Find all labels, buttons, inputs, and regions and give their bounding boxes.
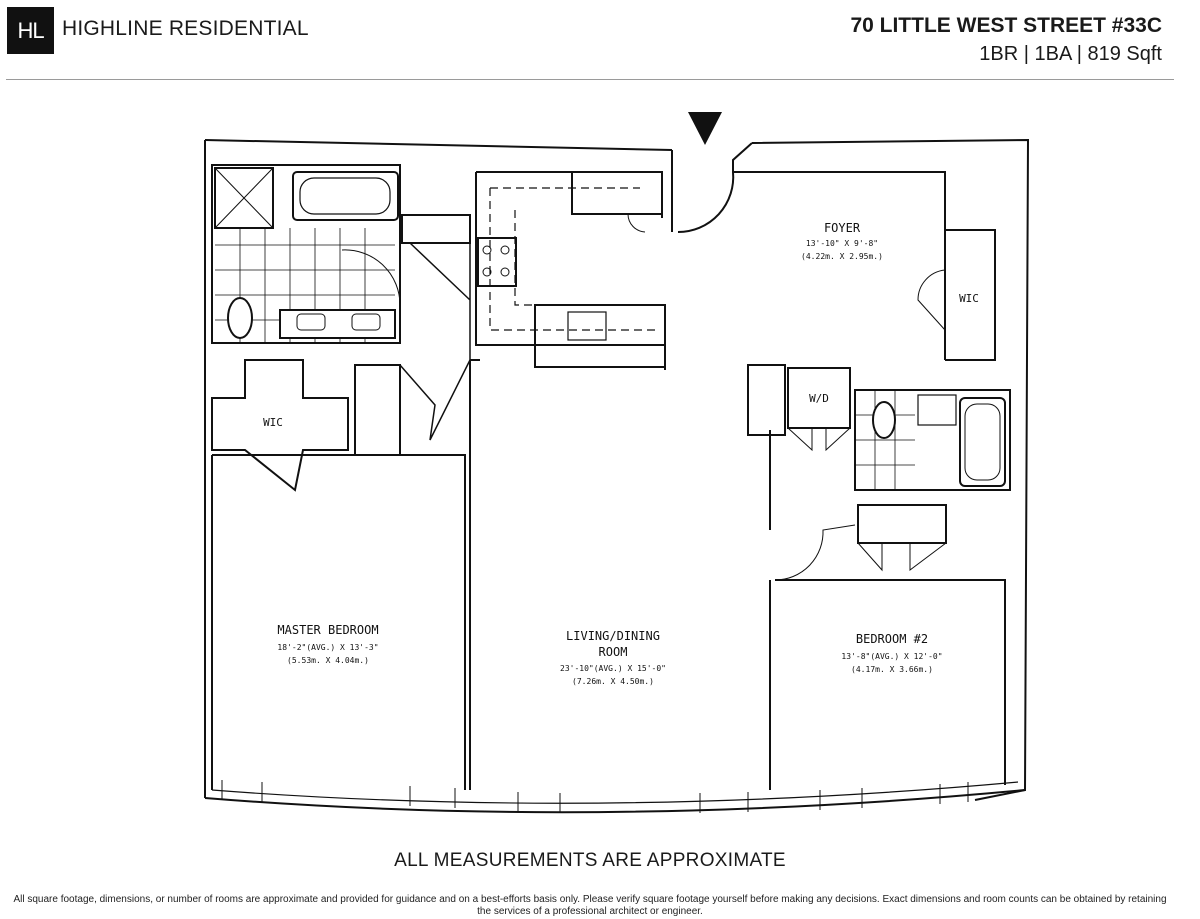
master-dims-m: (5.53m. X 4.04m.) (287, 656, 369, 665)
brand-logo[interactable]: HL (7, 7, 54, 54)
wic-master-label: WIC (263, 416, 283, 429)
bedroom2-label: BEDROOM #2 (856, 632, 928, 646)
exterior-wall-bottom (204, 789, 1026, 814)
bedroom2-dims-ft: 13'-8"(AVG.) X 12'-0" (841, 652, 942, 661)
kitchen-island (534, 304, 666, 368)
master-bedroom-label: MASTER BEDROOM (277, 623, 378, 637)
stove-icon (477, 237, 517, 287)
wic-foyer-label: WIC (959, 292, 979, 305)
exterior-wall (204, 138, 1030, 801)
washer-dryer (787, 367, 851, 429)
sink-icon (567, 311, 607, 341)
foyer-dims-ft: 13'-10" X 9'-8" (806, 239, 878, 248)
living-dims-m: (7.26m. X 4.50m.) (572, 677, 654, 686)
foyer-dims-m: (4.22m. X 2.95m.) (801, 252, 883, 261)
living-dims-ft: 23'-10"(AVG.) X 15'-0" (560, 664, 666, 673)
shower-icon (214, 167, 274, 229)
master-bedroom-wall (211, 454, 466, 790)
bathtub-icon (292, 171, 399, 221)
logo-monogram: HL (17, 17, 44, 43)
living-label-2: ROOM (599, 645, 628, 659)
listing-specs: 1BR | 1BA | 819 Sqft (979, 43, 1162, 65)
listing-address: 70 LITTLE WEST STREET #33C (850, 14, 1162, 37)
toilet-icon (227, 297, 253, 339)
kitchen-counter (475, 171, 665, 346)
entry-door (671, 142, 753, 234)
measurements-note: ALL MEASUREMENTS ARE APPROXIMATE (394, 850, 786, 871)
master-dims-ft: 18'-2"(AVG.) X 13'-3" (277, 643, 378, 652)
entry-arrow-icon (688, 112, 722, 145)
disclaimer: All square footage, dimensions, or numbe… (13, 894, 1167, 917)
wd-label: W/D (809, 392, 829, 405)
master-bath (211, 164, 401, 344)
header: HL HIGHLINE RESIDENTIAL 70 LITTLE WEST S… (0, 0, 1200, 80)
living-label-1: LIVING/DINING (566, 629, 660, 643)
bedroom2-dims-m: (4.17m. X 3.66m.) (851, 665, 933, 674)
brand-name[interactable]: HIGHLINE RESIDENTIAL (62, 17, 309, 40)
foyer-label: FOYER (824, 221, 861, 235)
header-divider (6, 79, 1174, 80)
